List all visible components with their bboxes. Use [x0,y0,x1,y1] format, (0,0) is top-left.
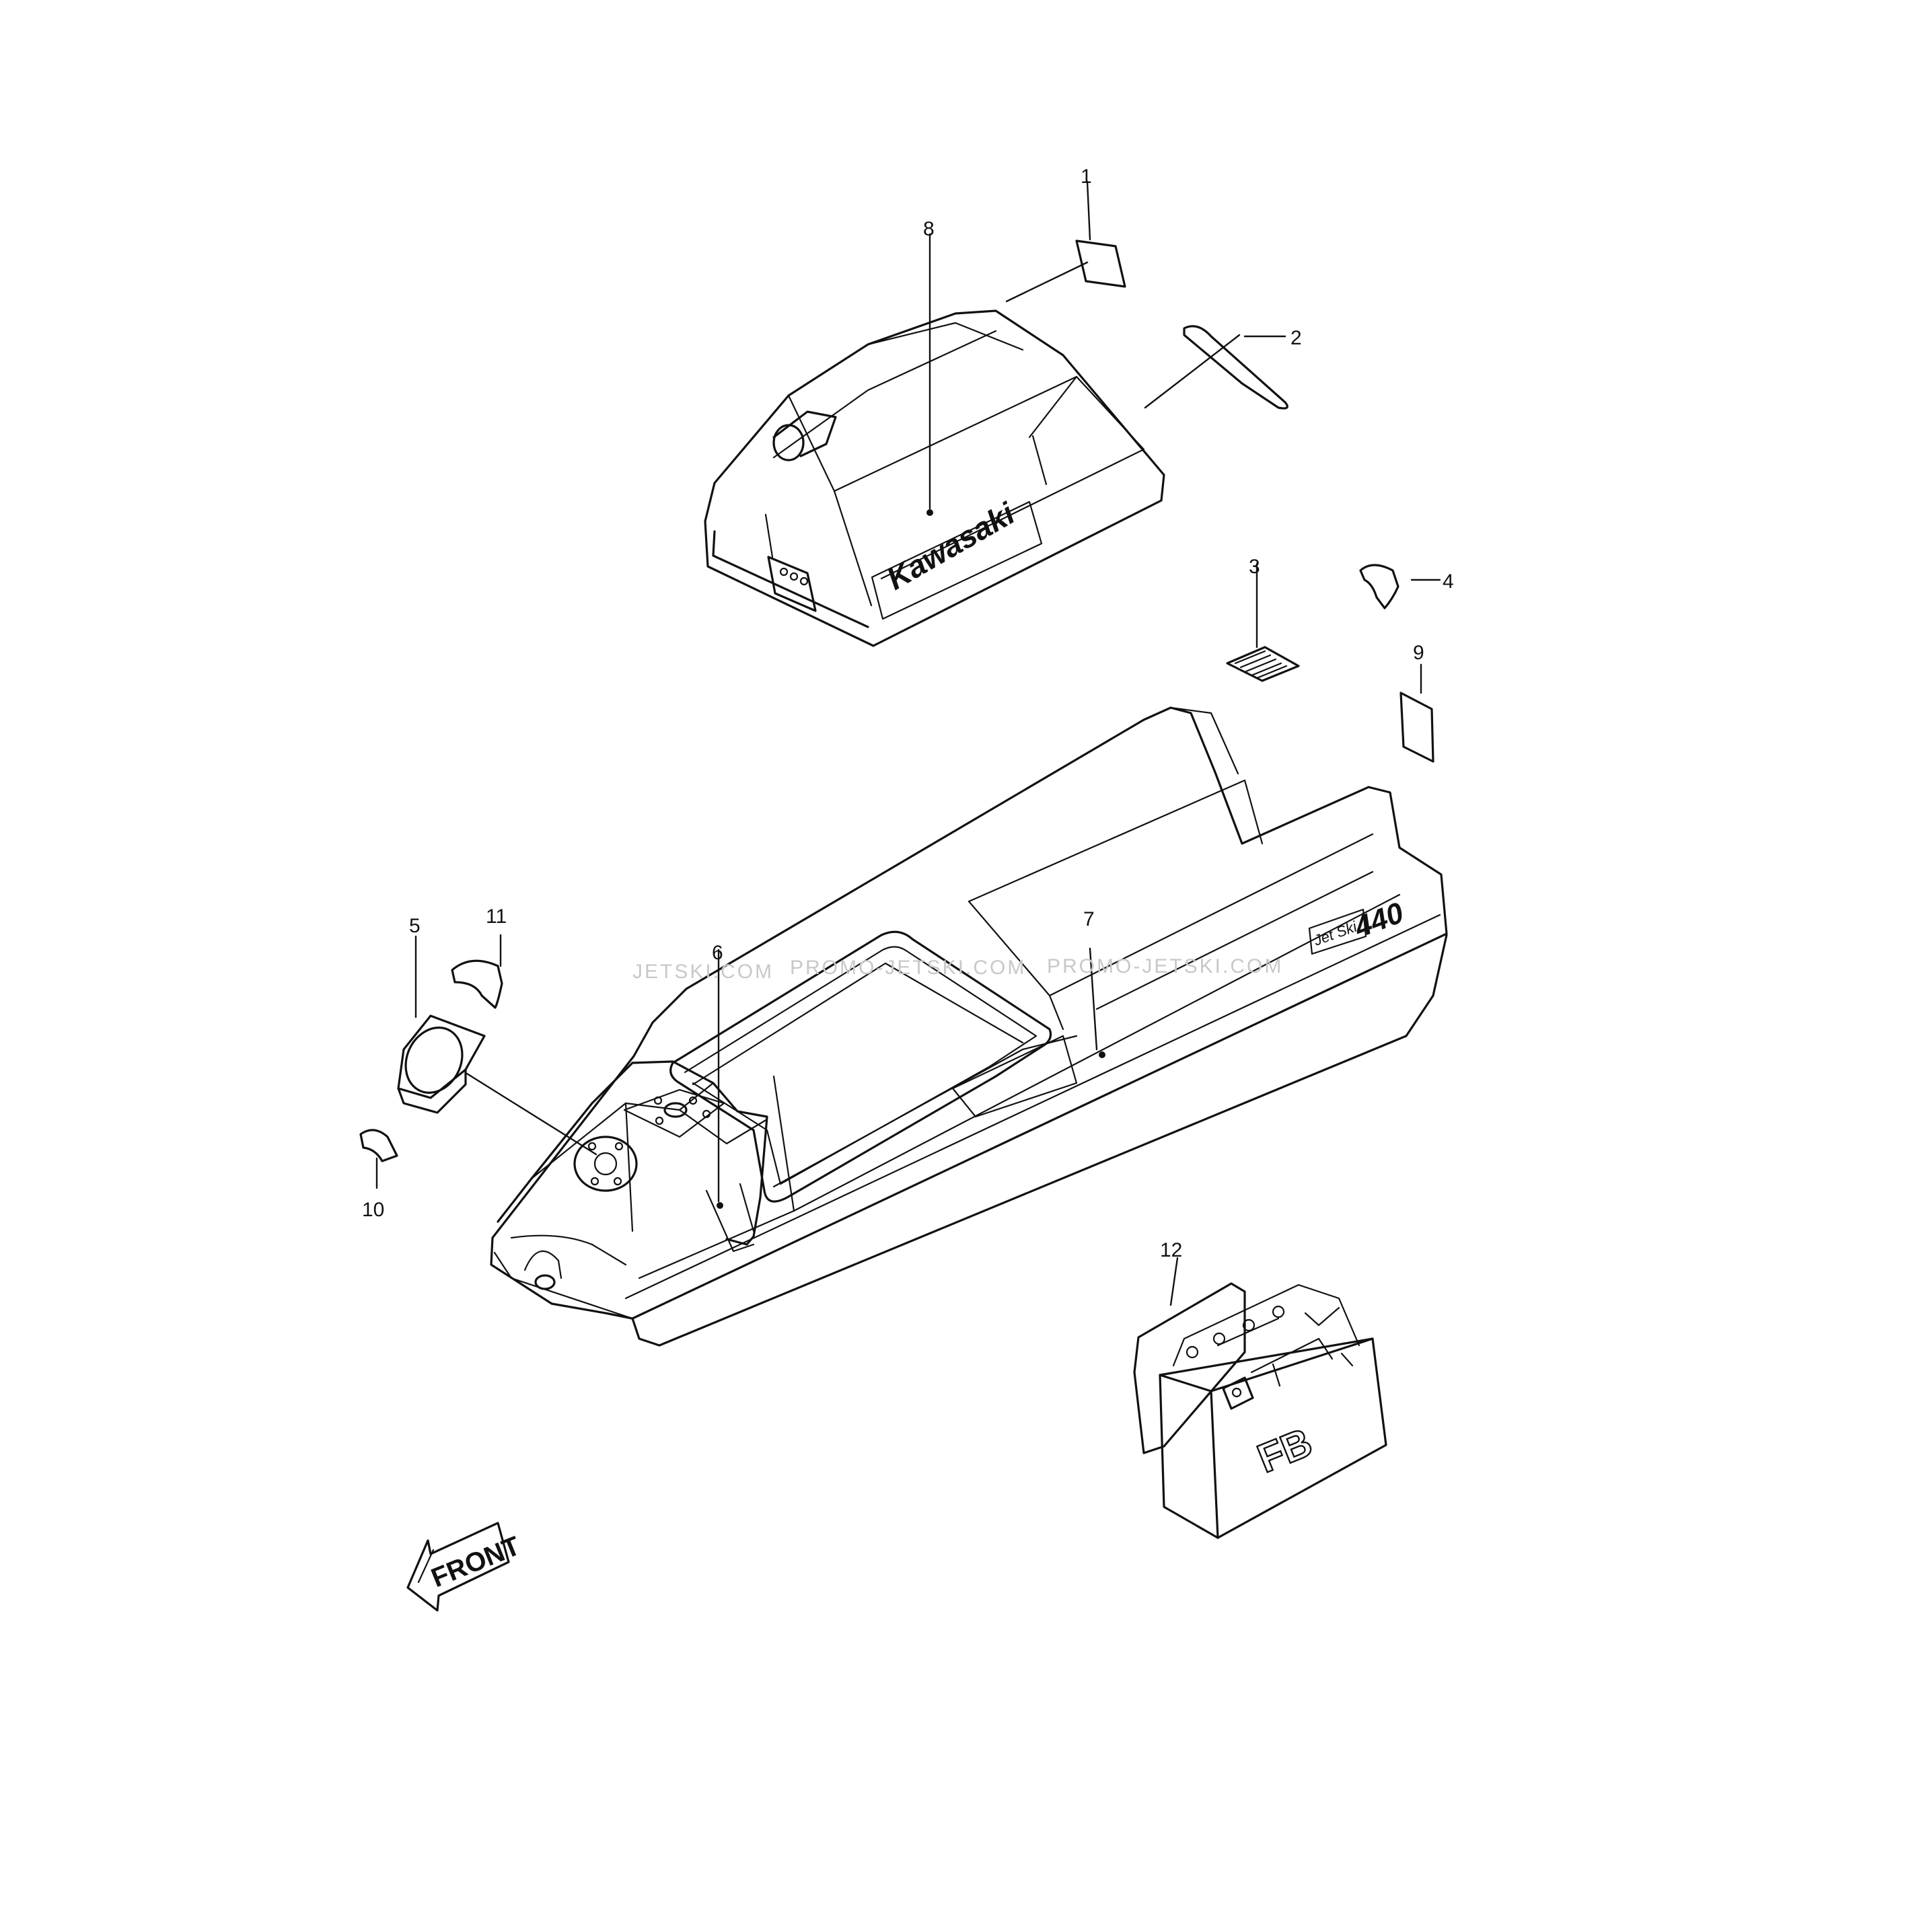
decal-10 [359,1129,398,1162]
callout-5: 5 [409,915,421,937]
decal-11 [451,959,503,1009]
callout-12: 12 [1160,1239,1182,1261]
hull: Jet Ski 440 [490,509,1448,1347]
decal-2 [1183,325,1288,410]
jet-ski-badge-script: Jet Ski [1311,918,1360,949]
engine-cover: Kawasaki [704,309,1165,647]
watermark-1: JETSKI.COM [632,961,774,983]
decal-9 [1399,692,1434,763]
leader-lines [375,180,1441,1306]
hull-440-badge: 440 [1350,896,1408,944]
callout-2: 2 [1290,327,1302,349]
callout-8: 8 [923,218,935,240]
decal-3 [1226,646,1300,682]
front-arrow-label: FRONT [427,1531,524,1593]
front-arrow: FRONT [406,1522,524,1612]
watermark-2: PROMO-JETSKI.COM [790,957,1026,979]
battery-label: FB [1251,1419,1318,1481]
decal-4 [1359,564,1399,609]
callout-6: 6 [712,942,723,964]
watermark-3: PROMO-JETSKI.COM [1047,955,1283,977]
callout-numbers: 1 2 3 4 5 6 7 8 9 10 11 12 [362,165,1454,1261]
battery: FB [1133,1282,1387,1539]
callout-4: 4 [1443,570,1454,593]
decal-1 [1075,239,1126,288]
watermarks: JETSKI.COM PROMO-JETSKI.COM PROMO-JETSKI… [632,955,1283,983]
decal-5 [397,1014,486,1114]
callout-10: 10 [362,1199,384,1221]
callout-11: 11 [486,905,507,928]
callout-7: 7 [1083,908,1095,930]
callout-9: 9 [1413,642,1424,664]
callout-1: 1 [1081,165,1092,188]
callout-3: 3 [1249,556,1260,578]
